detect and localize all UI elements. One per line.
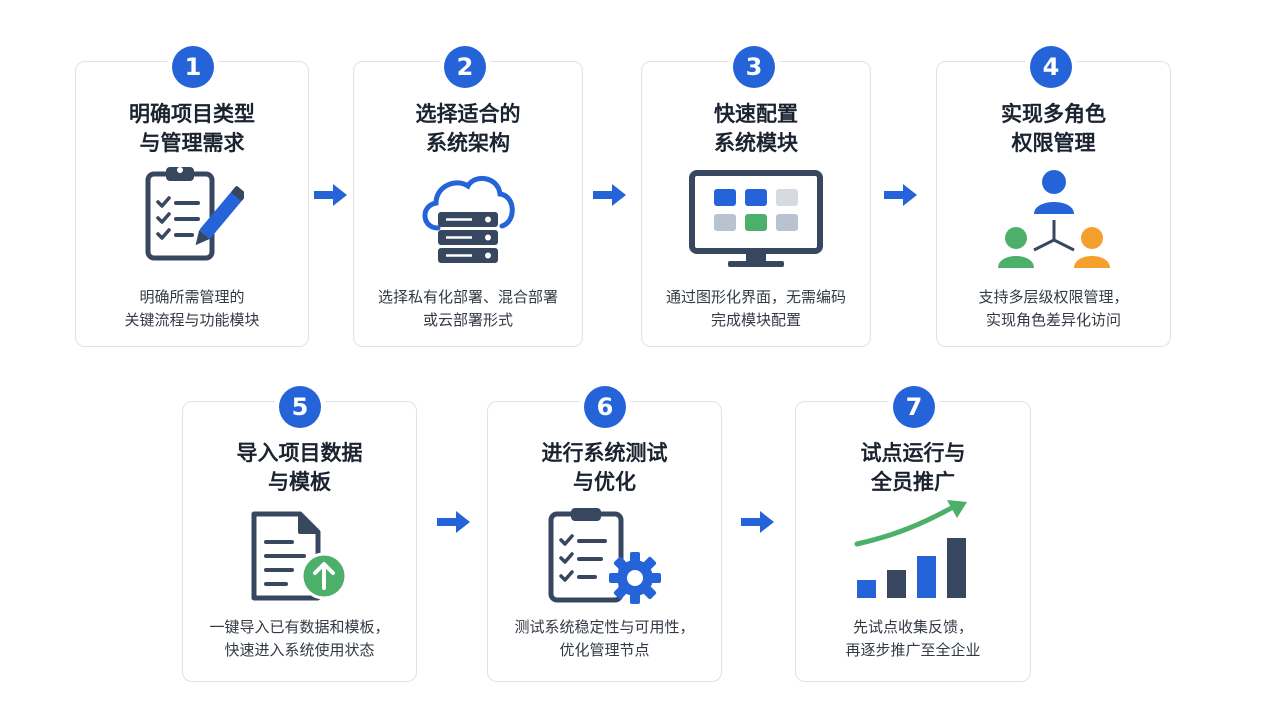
step-title-line: 权限管理 [1011, 131, 1096, 155]
arrow-right-icon [884, 184, 917, 206]
clipboard-pencil-icon [140, 164, 247, 262]
step-title-line: 与优化 [573, 470, 636, 494]
step-title-line: 实现多角色 [1001, 102, 1106, 126]
cloud-server-icon [416, 170, 520, 266]
arrow-right-icon [593, 184, 626, 206]
monitor-modules-icon [688, 170, 824, 270]
step-description-line: 先试点收集反馈， [852, 618, 973, 636]
step-description-line: 快速进入系统使用状态 [224, 641, 375, 659]
step-title: 进行系统测试 与优化 [488, 439, 721, 497]
checklist-gear-icon [545, 506, 665, 606]
step-title-line: 明确项目类型 [129, 102, 255, 126]
step-card-1: 1 明确项目类型 与管理需求 明确所需管理的 关键流程与功能模块 [75, 46, 309, 347]
step-number-badge: 6 [584, 386, 626, 428]
step-card-3: 3 快速配置 系统模块 通过图形化界面，无需编码 完成模块配置 [641, 46, 871, 347]
step-title: 试点运行与 全员推广 [796, 439, 1030, 497]
step-description: 测试系统稳定性与可用性， 优化管理节点 [488, 616, 721, 662]
step-card-6: 6 进行系统测试 与优化 [487, 386, 722, 682]
document-upload-icon [248, 508, 352, 604]
step-number-badge: 3 [733, 46, 775, 88]
step-number-badge: 5 [279, 386, 321, 428]
step-number-badge: 2 [444, 46, 486, 88]
step-description: 先试点收集反馈， 再逐步推广至全企业 [796, 616, 1030, 662]
step-description: 选择私有化部署、混合部署 或云部署形式 [354, 286, 582, 332]
step-description: 明确所需管理的 关键流程与功能模块 [76, 286, 308, 332]
step-description-line: 或云部署形式 [422, 311, 513, 329]
step-description-line: 支持多层级权限管理， [978, 288, 1129, 306]
step-description-line: 再逐步推广至全企业 [845, 641, 981, 659]
step-description-line: 明确所需管理的 [139, 288, 245, 306]
step-title-line: 系统架构 [426, 131, 510, 155]
step-title-line: 与管理需求 [139, 131, 245, 155]
step-number-badge: 1 [172, 46, 214, 88]
arrow-right-icon [437, 511, 470, 533]
step-title: 实现多角色 权限管理 [937, 100, 1170, 158]
user-roles-icon [996, 168, 1112, 270]
step-description: 支持多层级权限管理， 实现角色差异化访问 [937, 286, 1170, 332]
step-description-line: 通过图形化界面，无需编码 [665, 288, 846, 306]
step-title: 快速配置 系统模块 [642, 100, 870, 158]
step-description-line: 关键流程与功能模块 [124, 311, 260, 329]
growth-chart-icon [853, 500, 973, 600]
step-title-line: 系统模块 [714, 131, 798, 155]
step-title-line: 导入项目数据 [236, 441, 363, 465]
step-card-2: 2 选择适合的 系统架构 选择私有化部署、混合部署 或云部署形式 [353, 46, 583, 347]
step-title-line: 进行系统测试 [541, 441, 668, 465]
step-card-5: 5 导入项目数据 与模板 一键导入已有数据和模板， 快速进入系统使用状态 [182, 386, 417, 682]
step-title-line: 试点运行与 [860, 441, 966, 465]
step-description-line: 完成模块配置 [710, 311, 801, 329]
step-description-line: 测试系统稳定性与可用性， [514, 618, 695, 636]
step-title: 导入项目数据 与模板 [183, 439, 416, 497]
step-number-badge: 7 [893, 386, 935, 428]
arrow-right-icon [741, 511, 774, 533]
step-title-line: 快速配置 [714, 102, 798, 126]
step-title: 明确项目类型 与管理需求 [76, 100, 308, 158]
step-title: 选择适合的 系统架构 [354, 100, 582, 158]
arrow-right-icon [314, 184, 347, 206]
step-description-line: 选择私有化部署、混合部署 [377, 288, 558, 306]
step-description-line: 优化管理节点 [559, 641, 650, 659]
step-title-line: 选择适合的 [415, 102, 521, 126]
step-description-line: 实现角色差异化访问 [985, 311, 1121, 329]
step-number-badge: 4 [1030, 46, 1072, 88]
step-description: 通过图形化界面，无需编码 完成模块配置 [642, 286, 870, 332]
step-title-line: 全员推广 [871, 470, 955, 494]
step-card-4: 4 实现多角色 权限管理 支持多层级权限管理， 实现角色差异化访问 [936, 46, 1171, 347]
step-description-line: 一键导入已有数据和模板， [209, 618, 390, 636]
step-title-line: 与模板 [268, 470, 331, 494]
step-description: 一键导入已有数据和模板， 快速进入系统使用状态 [183, 616, 416, 662]
step-card-7: 7 试点运行与 全员推广 先试点收集反馈， 再逐步推广至全企业 [795, 386, 1031, 682]
